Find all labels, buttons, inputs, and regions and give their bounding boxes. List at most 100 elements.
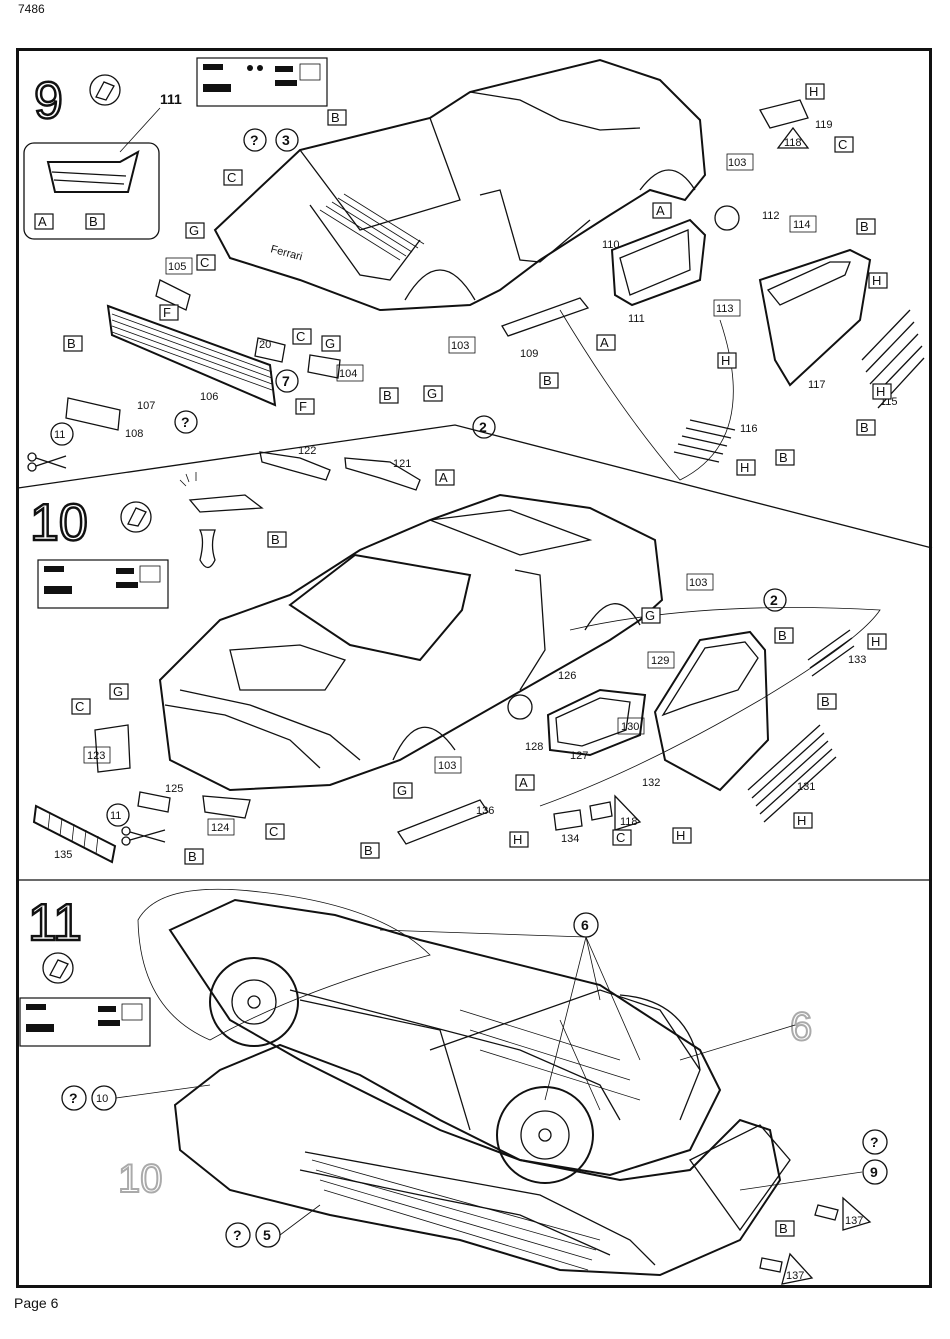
part-134b: [589, 801, 613, 821]
svg-text:B: B: [860, 420, 869, 435]
svg-text:A: A: [656, 203, 665, 218]
part-136-sill: [397, 799, 489, 845]
decal-icon: [42, 952, 74, 984]
svg-text:11: 11: [110, 810, 121, 822]
svg-text:B: B: [89, 214, 98, 229]
svg-text:7: 7: [282, 373, 290, 389]
svg-text:B: B: [67, 336, 76, 351]
decal-sheet-thumbnail: [19, 997, 151, 1047]
svg-text:20: 20: [259, 339, 271, 351]
svg-text:103: 103: [728, 157, 746, 169]
svg-text:B: B: [543, 373, 552, 388]
svg-text:109: 109: [520, 348, 538, 360]
scissors-icon: [121, 826, 166, 846]
chassis-assembly: [137, 888, 722, 1184]
scissors-icon: [27, 452, 67, 472]
part-137-b: [759, 1257, 783, 1273]
svg-text:B: B: [779, 450, 788, 465]
part-116-vent-fins: [673, 419, 736, 463]
svg-text:134: 134: [561, 833, 579, 845]
svg-text:114: 114: [793, 219, 811, 231]
part-122: [259, 451, 331, 481]
svg-text:H: H: [871, 634, 880, 649]
svg-text:112: 112: [762, 210, 780, 222]
svg-text:127: 127: [570, 750, 588, 762]
svg-text:136: 136: [476, 805, 494, 817]
svg-text:137: 137: [786, 1270, 804, 1282]
instruction-frame: [16, 48, 932, 1288]
svg-text:103: 103: [438, 760, 456, 772]
magnifier-icon: [714, 205, 740, 231]
part-104: [307, 354, 341, 379]
part-20: [254, 337, 286, 363]
leader-curve: [559, 309, 734, 481]
svg-text:A: A: [439, 470, 448, 485]
svg-text:B: B: [860, 219, 869, 234]
svg-text:F: F: [299, 399, 307, 414]
svg-text:?: ?: [233, 1227, 242, 1243]
svg-text:B: B: [188, 849, 197, 864]
part-137-a: [814, 1204, 839, 1221]
svg-text:107: 107: [137, 400, 155, 412]
svg-text:Ferrari: Ferrari: [269, 243, 303, 263]
svg-text:H: H: [721, 353, 730, 368]
svg-text:6: 6: [581, 917, 589, 933]
svg-text:135: 135: [54, 849, 72, 861]
svg-text:?: ?: [69, 1090, 78, 1106]
part-117-door: [758, 248, 872, 387]
svg-text:C: C: [227, 170, 236, 185]
part-109-sill: [501, 297, 590, 337]
part-119-mirror: [759, 99, 809, 129]
part-133-vent-fins: [807, 629, 855, 677]
step-11: 11: [19, 888, 888, 1285]
svg-text:H: H: [872, 273, 881, 288]
svg-text:5: 5: [263, 1227, 271, 1243]
kit-code: 7486: [18, 2, 45, 16]
svg-text:C: C: [200, 255, 209, 270]
svg-text:123: 123: [87, 750, 105, 762]
glue-icon: [179, 472, 264, 569]
svg-text:H: H: [513, 832, 522, 847]
part-135-grille: [32, 804, 117, 864]
step-10-number: 10: [30, 494, 88, 552]
svg-text:H: H: [809, 84, 818, 99]
svg-text:2: 2: [770, 592, 778, 608]
svg-text:?: ?: [250, 132, 259, 148]
svg-text:130: 130: [621, 721, 639, 733]
svg-text:124: 124: [211, 822, 229, 834]
svg-text:106: 106: [200, 391, 218, 403]
svg-text:G: G: [397, 783, 407, 798]
magnifier-icon: [507, 694, 533, 720]
warning-triangle-icon: [842, 1196, 872, 1231]
svg-text:A: A: [38, 214, 47, 229]
part-115-vent-fins: [861, 309, 925, 409]
svg-text:10: 10: [96, 1093, 108, 1105]
svg-text:H: H: [740, 460, 749, 475]
svg-text:G: G: [645, 608, 655, 623]
part-134: [553, 809, 583, 831]
svg-text:?: ?: [181, 414, 190, 430]
step-9: 9 111 A B: [23, 57, 925, 481]
svg-text:116: 116: [740, 423, 758, 435]
svg-text:B: B: [821, 694, 830, 709]
svg-text:104: 104: [339, 368, 357, 380]
svg-text:128: 128: [525, 741, 543, 753]
svg-text:122: 122: [298, 445, 316, 457]
svg-text:F: F: [163, 305, 171, 320]
svg-text:108: 108: [125, 428, 143, 440]
svg-text:119: 119: [815, 119, 833, 131]
decal-icon: [89, 74, 121, 106]
svg-text:H: H: [876, 384, 885, 399]
svg-text:H: H: [676, 828, 685, 843]
svg-text:11: 11: [54, 429, 65, 441]
part-123: [94, 724, 131, 773]
svg-text:111: 111: [628, 313, 645, 325]
svg-text:126: 126: [558, 670, 576, 682]
decal-sheet-thumbnail: [37, 559, 169, 609]
body-shell: [173, 1043, 791, 1277]
part-125: [137, 791, 171, 813]
svg-text:C: C: [269, 824, 278, 839]
part-129-door: [653, 630, 770, 792]
part-111-door-panel: [610, 218, 707, 307]
svg-text:B: B: [331, 110, 340, 125]
